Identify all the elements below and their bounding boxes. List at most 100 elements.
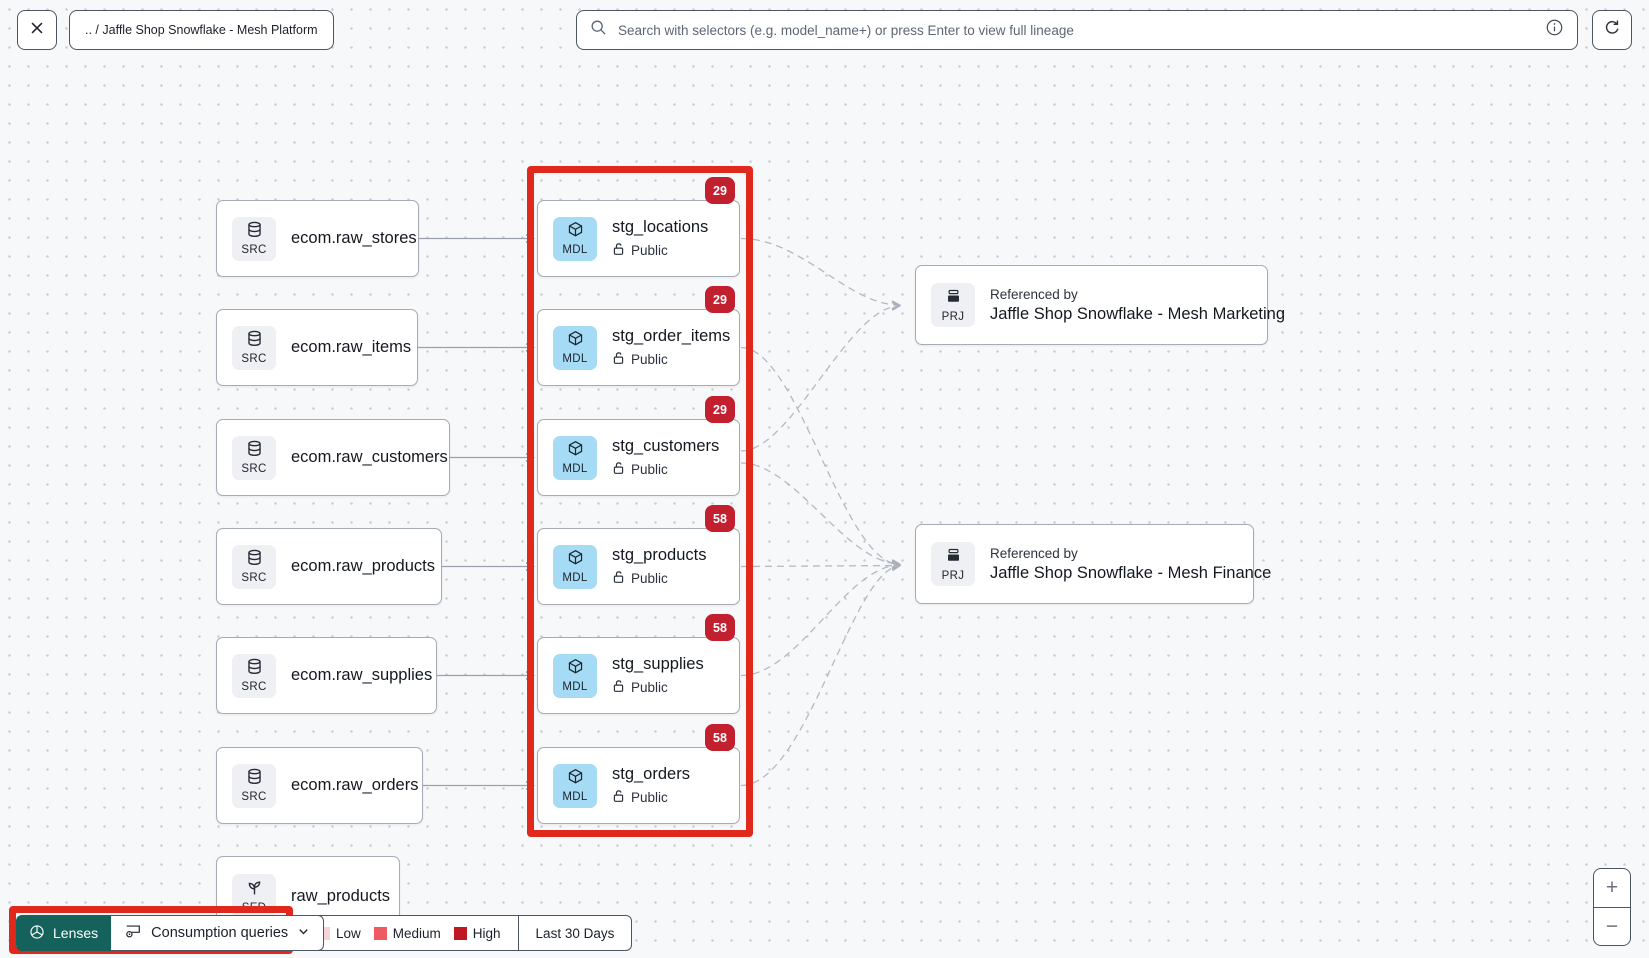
node-type-badge: SRC xyxy=(232,435,276,480)
legend-swatch-high xyxy=(453,926,467,940)
node-title: ecom.raw_customers xyxy=(291,448,448,466)
node-type-label: SRC xyxy=(241,244,267,256)
sprout-icon xyxy=(246,879,263,901)
info-icon[interactable] xyxy=(1545,18,1564,42)
database-icon xyxy=(246,221,263,243)
unlock-icon xyxy=(612,789,625,806)
access-label: Public xyxy=(631,352,668,367)
database-icon xyxy=(246,440,263,462)
model-node-stg-order-items[interactable]: 29 MDL stg_order_items Public xyxy=(537,286,740,386)
unlock-icon xyxy=(612,679,625,696)
search-bar xyxy=(576,10,1578,50)
node-type-label: MDL xyxy=(562,572,588,584)
node-type-label: MDL xyxy=(562,463,588,475)
node-type-badge: MDL xyxy=(553,763,597,808)
node-type-badge: SRC xyxy=(232,653,276,698)
database-icon xyxy=(246,330,263,352)
node-title: ecom.raw_products xyxy=(291,557,435,575)
access-label: Public xyxy=(631,571,668,586)
breadcrumb[interactable]: .. / Jaffle Shop Snowflake - Mesh Platfo… xyxy=(69,10,334,50)
node-title: ecom.raw_supplies xyxy=(291,666,433,684)
search-input[interactable] xyxy=(616,21,1536,39)
source-node-ecom-raw-items[interactable]: SRC ecom.raw_items xyxy=(216,309,418,386)
refresh-icon xyxy=(1603,18,1622,42)
zoom-controls: + − xyxy=(1593,868,1631,946)
model-node-stg-locations[interactable]: 29 MDL stg_locations Public xyxy=(537,177,740,277)
legend-divider xyxy=(517,916,519,950)
node-type-label: SRC xyxy=(241,681,267,693)
close-button[interactable] xyxy=(17,10,57,50)
source-node-ecom-raw-orders[interactable]: SRC ecom.raw_orders xyxy=(216,747,423,824)
node-type-label: MDL xyxy=(562,244,588,256)
node-type-badge: SRC xyxy=(232,216,276,261)
node-title: stg_customers xyxy=(612,437,720,455)
node-type-label: PRJ xyxy=(941,310,965,323)
node-title: stg_locations xyxy=(612,218,709,236)
refresh-button[interactable] xyxy=(1592,10,1632,50)
legend-label-high: High xyxy=(472,925,501,941)
node-title: Jaffle Shop Snowflake - Mesh Finance xyxy=(990,563,1272,582)
lens-selector[interactable]: Consumption queries xyxy=(111,915,325,951)
legend-item-high: High xyxy=(453,925,501,941)
query-count-badge: 29 xyxy=(705,177,735,204)
source-node-ecom-raw-products[interactable]: SRC ecom.raw_products xyxy=(216,528,442,605)
database-icon xyxy=(246,768,263,790)
lens-icon xyxy=(29,924,45,943)
zoom-out-button[interactable]: − xyxy=(1594,907,1630,945)
legend-swatch-medium xyxy=(373,926,387,940)
node-type-badge: MDL xyxy=(553,216,597,261)
node-type-label: MDL xyxy=(562,681,588,693)
legend: Low Medium High xyxy=(300,916,518,950)
node-type-badge: SRC xyxy=(232,763,276,808)
node-title: ecom.raw_items xyxy=(291,338,412,356)
database-icon xyxy=(246,549,263,571)
chevron-down-icon xyxy=(297,925,310,942)
node-title: stg_orders xyxy=(612,765,690,783)
unlock-icon xyxy=(612,351,625,368)
node-title: ecom.raw_stores xyxy=(291,229,417,247)
access-label: Public xyxy=(631,243,668,258)
referenced-by-label: Referenced by xyxy=(990,286,1078,302)
node-type-badge: MDL xyxy=(553,653,597,698)
lenses-label: Lenses xyxy=(53,925,99,941)
model-node-stg-supplies[interactable]: 58 MDL stg_supplies Public xyxy=(537,614,740,714)
lenses-button[interactable]: Lenses xyxy=(16,915,112,951)
model-node-stg-orders[interactable]: 58 MDL stg_orders Public xyxy=(537,724,740,824)
node-type-label: PRJ xyxy=(941,569,965,582)
node-type-badge: MDL xyxy=(553,435,597,480)
node-title: Jaffle Shop Snowflake - Mesh Marketing xyxy=(990,304,1286,323)
source-node-ecom-raw-supplies[interactable]: SRC ecom.raw_supplies xyxy=(216,637,437,714)
query-count-badge: 29 xyxy=(705,396,735,423)
zoom-in-button[interactable]: + xyxy=(1605,876,1619,899)
project-node-mesh-marketing[interactable]: PRJ Referenced by Jaffle Shop Snowflake … xyxy=(915,265,1285,345)
node-title: stg_order_items xyxy=(612,327,731,345)
cube-icon xyxy=(567,549,584,571)
node-type-badge: SRC xyxy=(232,544,276,589)
model-node-stg-customers[interactable]: 29 MDL stg_customers Public xyxy=(537,396,740,496)
node-type-label: SED xyxy=(241,901,267,914)
node-type-badge: PRJ xyxy=(931,542,975,586)
node-type-badge: MDL xyxy=(553,325,597,370)
cube-icon xyxy=(567,221,584,243)
time-range[interactable]: Last 30 Days xyxy=(535,925,615,941)
lens-toolbar: Lenses Consumption queries xyxy=(16,915,325,951)
model-node-stg-products[interactable]: 58 MDL stg_products Public xyxy=(537,505,740,605)
source-node-ecom-raw-stores[interactable]: SRC ecom.raw_stores xyxy=(216,200,419,277)
node-title: stg_supplies xyxy=(612,655,704,673)
cube-icon xyxy=(567,330,584,352)
legend-item-medium: Medium xyxy=(373,926,441,941)
cube-icon xyxy=(567,658,584,680)
project-node-mesh-finance[interactable]: PRJ Referenced by Jaffle Shop Snowflake … xyxy=(915,524,1271,604)
node-type-badge: SRC xyxy=(232,325,276,370)
node-title: raw_products xyxy=(291,886,391,905)
query-count-badge: 29 xyxy=(705,286,735,313)
source-node-ecom-raw-customers[interactable]: SRC ecom.raw_customers xyxy=(216,419,450,496)
database-icon xyxy=(246,658,263,680)
node-title: stg_products xyxy=(612,546,707,564)
search-icon xyxy=(590,19,607,41)
referenced-by-label: Referenced by xyxy=(990,545,1078,561)
node-title: ecom.raw_orders xyxy=(291,776,419,794)
access-label: Public xyxy=(631,790,668,805)
node-type-badge: MDL xyxy=(553,544,597,589)
